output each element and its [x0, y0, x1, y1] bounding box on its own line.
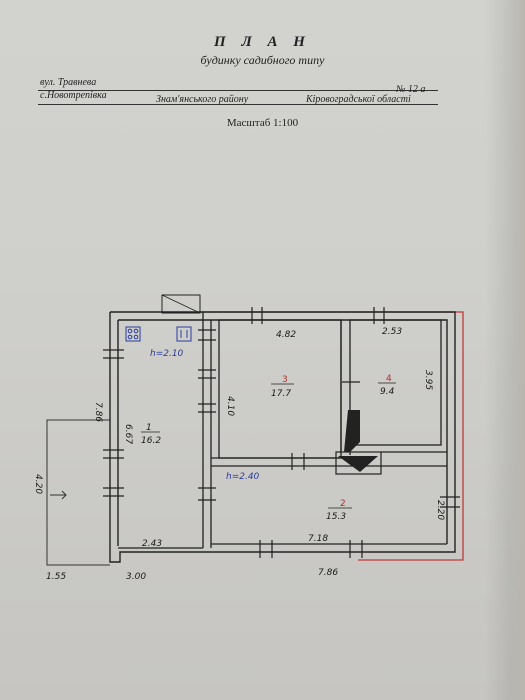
window-marks	[103, 307, 460, 558]
room2-area: 15.3	[326, 512, 346, 522]
dim-420: 4.20	[33, 474, 43, 494]
region-text: Кіровоградської області	[306, 94, 411, 105]
address-line-2	[38, 104, 438, 105]
dim-253: 2.53	[382, 327, 402, 337]
red-boundary	[200, 311, 464, 561]
plan-title: П Л А Н	[214, 34, 311, 50]
dim-786-vertical: 7.86	[93, 402, 103, 422]
stove	[335, 410, 382, 475]
chimney-line	[161, 294, 201, 314]
dim-786-horizontal: 7.86	[318, 568, 338, 578]
room1-number: 1	[146, 423, 152, 433]
dim-718: 7.18	[308, 534, 328, 544]
dim-667: 6.67	[123, 424, 133, 444]
scale-text: Масштаб 1:100	[226, 117, 299, 129]
dim-220: 2.20	[435, 500, 445, 520]
plan-subtitle: будинку садибного типу	[200, 53, 325, 67]
room4-number: 4	[386, 374, 392, 384]
village-text: с.Новотрепівка	[40, 90, 107, 101]
district-text: Знам'янського району	[156, 94, 249, 105]
page-edge-shadow	[485, 0, 525, 700]
kitchen-fixtures	[125, 326, 192, 342]
address-line-1	[38, 90, 438, 91]
house-number: № 12 а	[396, 84, 426, 95]
room3-area: 17.7	[271, 389, 291, 399]
room4-area: 9.4	[380, 387, 395, 397]
dim-243: 2.43	[142, 539, 162, 549]
dim-155: 1.55	[46, 572, 66, 582]
height-room1: h=2.10	[150, 349, 184, 359]
chimney	[161, 294, 201, 314]
porch	[46, 419, 110, 566]
room1-walls	[118, 312, 212, 549]
height-room2: h=2.40	[226, 472, 260, 482]
room1-area: 16.2	[141, 436, 161, 446]
dim-300: 3.00	[126, 572, 146, 582]
inner-walls	[211, 319, 447, 545]
dim-410: 4.10	[225, 396, 235, 416]
dim-482: 4.82	[276, 330, 296, 340]
street-text: вул. Травнева	[40, 77, 97, 88]
dim-395: 3.95	[423, 370, 433, 390]
room2-number: 2	[340, 499, 346, 509]
room3-number: 3	[282, 375, 288, 385]
